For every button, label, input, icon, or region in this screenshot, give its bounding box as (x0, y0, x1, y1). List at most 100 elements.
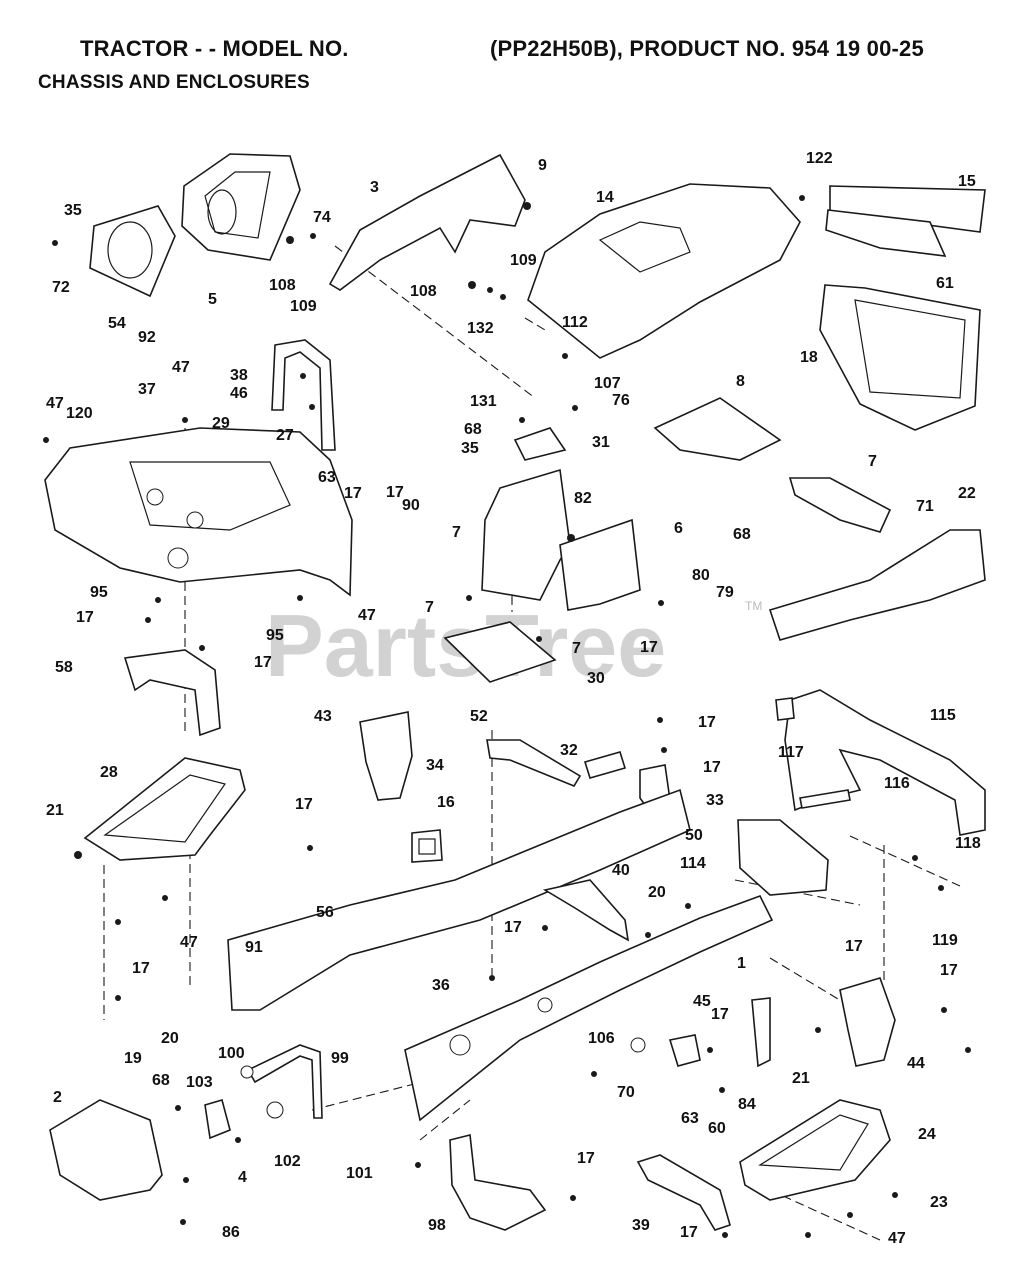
callout-82: 82 (574, 490, 592, 507)
callout-86: 86 (222, 1224, 240, 1241)
callout-6: 6 (674, 520, 683, 537)
callout-9: 9 (538, 157, 547, 174)
callout-38: 38 (230, 367, 248, 384)
callout-35b: 35 (461, 440, 479, 457)
callout-106: 106 (588, 1030, 615, 1047)
watermark-tm: TM (745, 599, 762, 613)
callout-95a: 95 (90, 584, 108, 601)
part-50 (737, 819, 829, 896)
callout-115: 115 (930, 707, 956, 724)
part-44 (839, 977, 896, 1067)
callout-112: 112 (562, 314, 588, 331)
part-116 (799, 789, 851, 809)
callout-114: 114 (680, 855, 706, 872)
callout-119: 119 (932, 932, 958, 949)
callout-16: 16 (437, 794, 455, 811)
callout-116: 116 (884, 775, 910, 792)
callout-17i: 17 (504, 919, 522, 936)
part-rod (246, 1044, 323, 1119)
callout-5: 5 (208, 291, 217, 308)
callout-4: 4 (238, 1169, 247, 1186)
callout-17l: 17 (940, 962, 958, 979)
callout-17e: 17 (254, 654, 272, 671)
callout-17o: 17 (680, 1224, 698, 1241)
callout-107: 107 (594, 375, 621, 392)
callout-101: 101 (346, 1165, 373, 1182)
callout-17h: 17 (295, 796, 313, 813)
callout-63a: 63 (318, 469, 336, 486)
part-98 (449, 1134, 547, 1231)
callout-84: 84 (738, 1096, 756, 1113)
callout-100: 100 (218, 1045, 245, 1062)
callout-56: 56 (316, 904, 334, 921)
part-front-bumper (768, 529, 986, 641)
callout-131: 131 (470, 393, 497, 410)
callout-122: 122 (806, 150, 833, 167)
callout-28: 28 (100, 764, 118, 781)
callout-2: 2 (53, 1089, 62, 1106)
callout-47d: 47 (180, 934, 198, 951)
callout-63b: 63 (681, 1110, 699, 1127)
part-hood (527, 183, 801, 359)
callout-17n: 17 (577, 1150, 595, 1167)
callout-labels: 9 122 15 35 3 14 74 72 5 108 109 108 109… (46, 150, 981, 1247)
callout-34: 34 (426, 757, 444, 774)
callout-44: 44 (907, 1055, 925, 1072)
callout-72: 72 (52, 279, 70, 296)
callout-68a: 68 (464, 421, 482, 438)
part-dash-housing (181, 153, 301, 261)
part-brace (271, 339, 336, 451)
callout-17c: 17 (76, 609, 94, 626)
part-117 (775, 697, 795, 721)
callout-120: 120 (66, 405, 93, 422)
callout-23: 23 (930, 1194, 948, 1211)
part-84 (751, 997, 771, 1068)
callout-36: 36 (432, 977, 450, 994)
callout-18: 18 (800, 349, 818, 366)
part-grille-top (829, 185, 986, 233)
callout-17f: 17 (698, 714, 716, 731)
callout-37: 37 (138, 381, 156, 398)
callout-14: 14 (596, 189, 614, 206)
part-hood-panel (328, 153, 526, 291)
callout-15: 15 (958, 173, 976, 190)
callout-1: 1 (737, 955, 746, 972)
callout-74: 74 (313, 209, 331, 226)
part-bracket-34 (486, 739, 582, 787)
callout-70: 70 (617, 1084, 635, 1101)
part-103 (204, 1099, 231, 1140)
part-footrest (739, 1099, 891, 1201)
callout-47c: 47 (358, 607, 376, 624)
diagram-title: TRACTOR - - MODEL NO. (80, 36, 349, 61)
callout-7c: 7 (425, 599, 434, 616)
callout-21b: 21 (792, 1070, 810, 1087)
callout-35: 35 (64, 202, 82, 219)
callout-17a: 17 (344, 485, 362, 502)
callout-61: 61 (936, 275, 954, 292)
callout-103: 103 (186, 1074, 213, 1091)
callout-117: 117 (778, 744, 804, 761)
part-frame-rail-right (404, 895, 774, 1122)
part-16 (411, 829, 443, 863)
callout-91: 91 (245, 939, 263, 956)
callout-99: 99 (331, 1050, 349, 1067)
callout-31: 31 (592, 434, 610, 451)
callout-79: 79 (716, 584, 734, 601)
part-fender (44, 427, 353, 597)
callout-17d: 17 (640, 639, 658, 656)
callout-17g: 17 (703, 759, 721, 776)
callout-47a: 47 (172, 359, 190, 376)
product-number: (PP22H50B), PRODUCT NO. 954 19 00-25 (490, 36, 924, 61)
callout-54: 54 (108, 315, 126, 332)
part-dash-cover (89, 205, 176, 298)
part-32 (583, 751, 627, 779)
callout-47b: 47 (46, 395, 64, 412)
callout-68b: 68 (733, 526, 751, 543)
callout-30: 30 (587, 670, 605, 687)
part-plate-43 (359, 711, 413, 801)
parts (44, 153, 986, 1231)
callout-46: 46 (230, 385, 248, 402)
part-console (481, 468, 571, 601)
part-bracket (788, 477, 892, 533)
callout-47e: 47 (888, 1230, 906, 1247)
